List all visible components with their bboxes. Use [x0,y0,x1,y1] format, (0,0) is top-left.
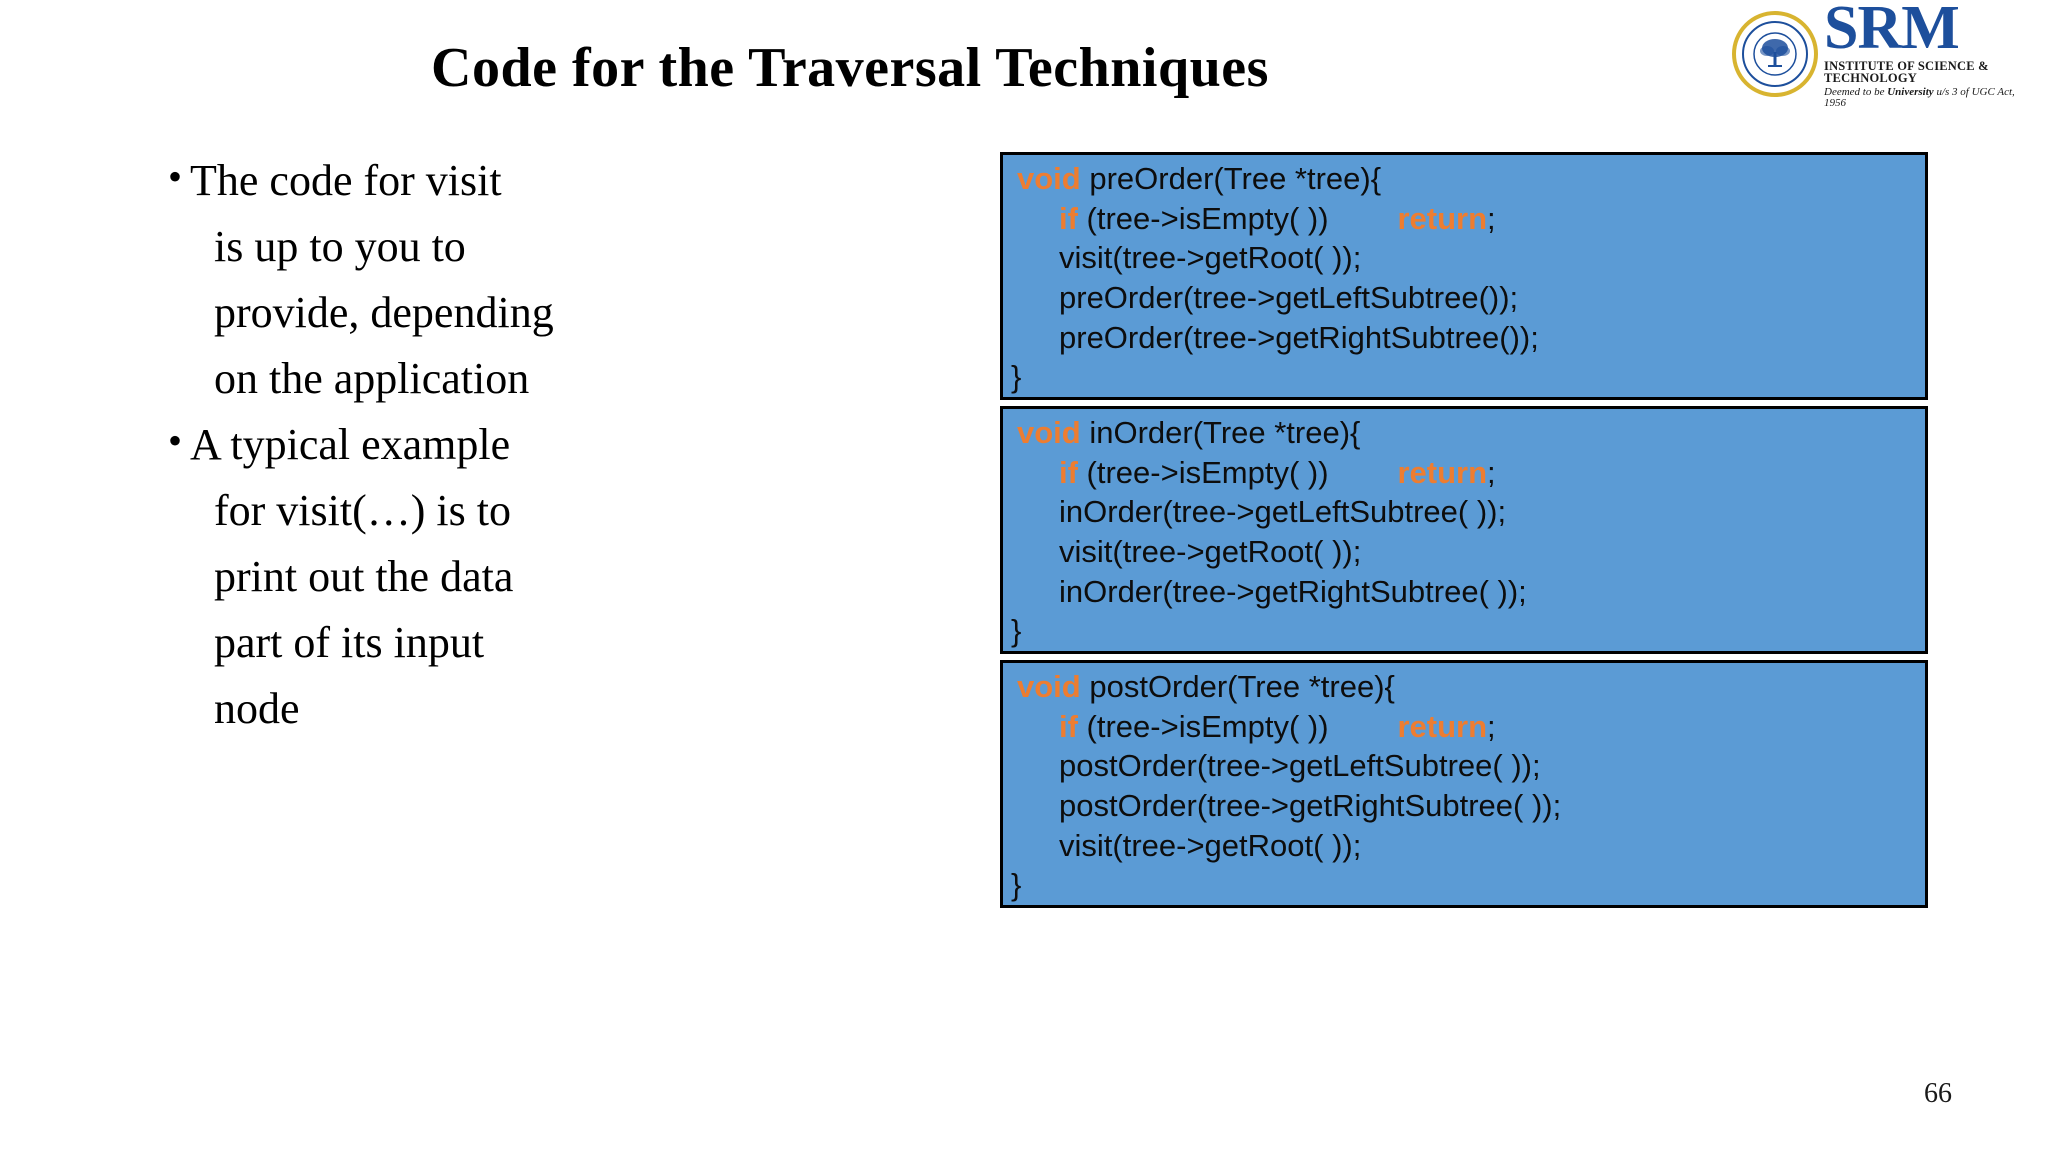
code-line: postOrder(tree->getRightSubtree( )); [1017,786,1925,826]
slide-title: Code for the Traversal Techniques [431,37,1269,99]
code-text: (tree->isEmpty( )) [1077,454,1398,490]
code-line: if (tree->isEmpty( )) return; [1017,453,1925,493]
code-line: } [1011,865,1919,905]
code-line: } [1011,357,1919,397]
logo-deemed-suffix: u/s 3 of UGC Act, 1956 [1824,85,2015,109]
bullet-group: •The code for visit is up to you to provid… [168,148,728,412]
code-line: if (tree->isEmpty( )) return; [1017,707,1925,747]
code-text: visit(tree->getRoot( )); [1059,240,1362,276]
code-text: visit(tree->getRoot( )); [1059,827,1362,863]
code-block-inOrder: void inOrder(Tree *tree){if (tree->isEmp… [1000,406,1928,655]
code-text: inOrder(Tree *tree){ [1080,415,1361,451]
code-text: ; [1487,200,1496,236]
code-line: } [1011,611,1919,651]
code-line: if (tree->isEmpty( )) return; [1017,199,1925,239]
page-number: 66 [1924,1078,1952,1109]
code-keyword-return: return [1397,708,1488,744]
code-text: postOrder(tree->getLeftSubtree( )); [1059,748,1541,784]
bullet-text: A typical example [190,420,511,469]
code-keyword: if [1059,200,1078,236]
bullet-text: part of its input [214,618,485,667]
bullet-group: •A typical example for visit(…) is to prin… [168,412,728,742]
code-text: } [1011,867,1022,903]
code-text: preOrder(tree->getRightSubtree()); [1059,319,1539,355]
bullet-text: provide, depending [214,288,554,337]
code-line: preOrder(tree->getLeftSubtree()); [1017,278,1925,318]
logo-deemed-prefix: Deemed to be [1824,85,1888,98]
bullet-text: node [214,684,300,733]
code-text: ; [1487,454,1496,490]
code-text: visit(tree->getRoot( )); [1059,534,1362,570]
bullet-text: on the application [214,354,530,403]
code-keyword: void [1017,161,1081,196]
code-text: } [1011,613,1022,649]
code-line: visit(tree->getRoot( )); [1017,532,1925,572]
srm-logo: SRM INSTITUTE OF SCIENCE & TECHNOLOGY De… [1732,0,2032,108]
srm-seal-icon [1732,11,1818,97]
code-line: void postOrder(Tree *tree){ [1017,667,1925,707]
code-line: void inOrder(Tree *tree){ [1017,413,1925,453]
code-keyword: if [1059,708,1078,744]
bullet-item: •The code for visit [168,148,728,214]
logo-subtitle-institute: INSTITUTE OF SCIENCE & TECHNOLOGY [1824,58,1989,86]
code-line: inOrder(tree->getRightSubtree( )); [1017,572,1925,612]
logo-deemed-bold: University [1887,85,1934,98]
logo-subtitle-deemed: Deemed to be University u/s 3 of UGC Act… [1824,85,2032,109]
bullet-dot-icon: • [168,418,183,463]
code-text: } [1011,359,1022,395]
bullet-text: for visit(…) is to [214,486,511,535]
code-line: postOrder(tree->getLeftSubtree( )); [1017,746,1925,786]
code-block-preOrder: void preOrder(Tree *tree){if (tree->isEm… [1000,152,1928,401]
code-text: (tree->isEmpty( )) [1077,200,1398,236]
code-line: visit(tree->getRoot( )); [1017,826,1925,866]
bullet-item: •A typical example [168,412,728,478]
bullet-text: is up to you to [214,222,466,271]
code-line: inOrder(tree->getLeftSubtree( )); [1017,492,1925,532]
code-keyword-return: return [1397,454,1488,490]
code-blocks-column: void preOrder(Tree *tree){if (tree->isEm… [1000,152,1928,914]
bullet-text: print out the data [214,552,514,601]
code-text: inOrder(tree->getLeftSubtree( )); [1059,494,1507,530]
code-text: (tree->isEmpty( )) [1077,708,1398,744]
code-line: void preOrder(Tree *tree){ [1017,159,1925,199]
code-keyword-return: return [1397,200,1488,236]
code-text: ; [1487,708,1496,744]
logo-srm-text: SRM [1824,0,1960,63]
code-text: preOrder(Tree *tree){ [1080,161,1382,196]
code-line: preOrder(tree->getRightSubtree()); [1017,318,1925,358]
code-keyword: if [1059,454,1078,490]
code-text: inOrder(tree->getRightSubtree( )); [1059,573,1527,609]
code-keyword: void [1017,415,1081,451]
bullet-dot-icon: • [168,154,183,199]
code-text: preOrder(tree->getLeftSubtree()); [1059,280,1519,316]
bullet-text: The code for visit [190,156,502,205]
code-line: visit(tree->getRoot( )); [1017,238,1925,278]
code-keyword: void [1017,669,1081,705]
code-text: postOrder(Tree *tree){ [1080,669,1395,705]
code-block-postOrder: void postOrder(Tree *tree){if (tree->isE… [1000,660,1928,909]
code-text: postOrder(tree->getRightSubtree( )); [1059,788,1562,824]
